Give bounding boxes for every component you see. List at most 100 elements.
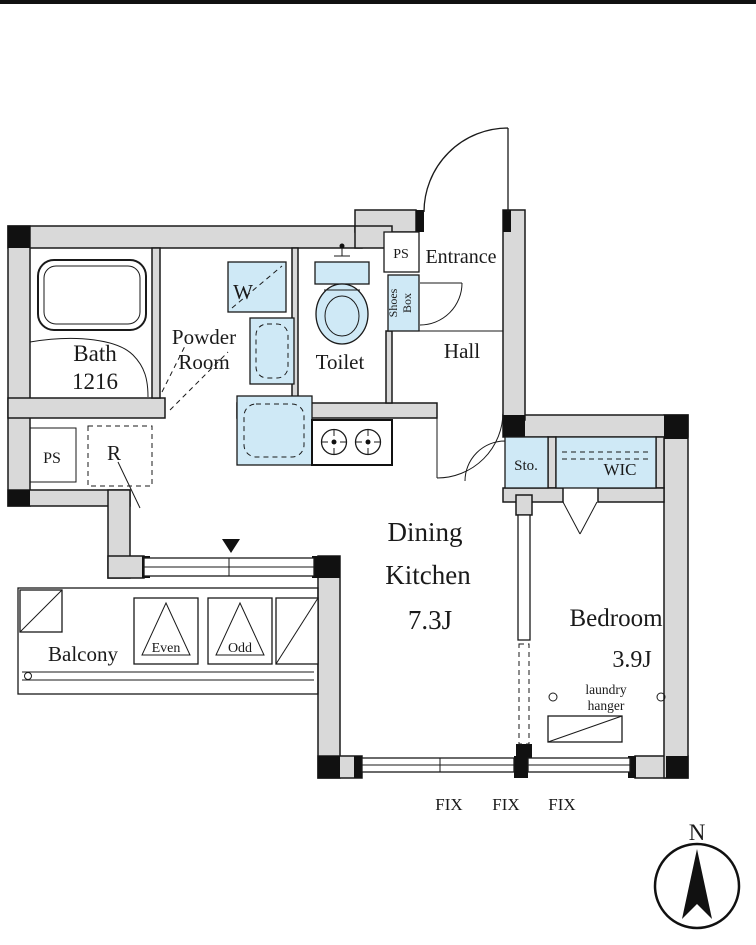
wall-segment (547, 436, 557, 489)
fix-window-lines (362, 758, 514, 772)
entrance-hall: PS Shoes Box Entrance Hall (383, 127, 509, 479)
wic-folding-door (562, 501, 598, 535)
even-panel (133, 597, 199, 665)
utility-area: PS R (29, 425, 153, 509)
toilet-tank (314, 261, 370, 285)
fix-label: FIX (492, 795, 519, 814)
wic-closet (555, 436, 657, 489)
window-cap (354, 756, 362, 778)
dining-kitchen: Dining Kitchen 7.3J (385, 517, 471, 635)
bedroom-label: Bedroom (569, 605, 663, 632)
wall-segment (502, 414, 689, 438)
ps-top-label: PS (393, 247, 409, 262)
balcony-hatch-diagonal (19, 589, 63, 633)
shoes-box-label-2: Box (400, 293, 414, 313)
refrigerator-space (87, 425, 153, 487)
window-pier (514, 756, 528, 778)
bedroom: Bedroom 3.9J laundry hanger (547, 605, 666, 743)
wall-segment (597, 487, 665, 503)
ps-bottom-box (29, 427, 77, 483)
bath-size-label: 1216 (72, 369, 118, 394)
bath-apron-line (29, 337, 149, 398)
ps-top-box (383, 231, 420, 273)
laundry-hanger-label-2: hanger (588, 698, 625, 713)
even-label: Even (152, 641, 181, 656)
dk-size-label: 7.3J (408, 605, 452, 635)
powder-room-label-1: Powder (172, 325, 236, 349)
washer-label: W (233, 280, 253, 304)
stove-burner-dot (365, 439, 371, 445)
door-jamb (416, 210, 424, 232)
door-jamb (503, 210, 511, 232)
toilet-bowl-inner (324, 295, 360, 337)
kitchen-sink-counter (236, 395, 313, 466)
wall-segment (502, 209, 526, 421)
laundry-hanger-label-1: laundry (585, 682, 626, 697)
sliding-window-sash-lines (144, 558, 314, 576)
bathtub (37, 259, 147, 331)
refrigerator-label: R (107, 441, 121, 465)
sliding-door-panel (517, 514, 531, 641)
top-border (0, 0, 756, 4)
shoes-box-label-1: Shoes (386, 288, 400, 317)
wall-segment (515, 494, 533, 516)
storage-wic: Sto. WIC (464, 436, 657, 535)
window-cap (628, 756, 636, 778)
shoes-box-door-arc (419, 282, 463, 326)
fix-windows: FIX FIX FIX (361, 757, 631, 814)
bedroom-size-label: 3.9J (612, 647, 651, 673)
compass-needle (682, 849, 712, 919)
toilet-label: Toilet (316, 350, 365, 374)
hanger-hook (548, 692, 558, 702)
wic-label: WIC (603, 460, 636, 479)
wic-hanger-pipe (562, 451, 650, 460)
window-cap (312, 556, 320, 578)
balcony: Balcony Even Odd (17, 587, 319, 695)
odd-triangle (215, 601, 265, 656)
sliding-door-track (518, 643, 530, 745)
odd-label: Odd (228, 641, 252, 656)
wall-segment (7, 397, 166, 419)
bedroom-counter-diagonal (547, 715, 623, 743)
entrance-label: Entrance (425, 246, 496, 268)
window-marker-triangle (222, 539, 240, 553)
wall-segment (502, 487, 564, 503)
wall-corner (8, 226, 30, 248)
wall-corner (503, 415, 525, 437)
washer-door-swing (231, 265, 283, 309)
dk-label-1: Dining (387, 517, 462, 547)
bathtub-inner (43, 265, 141, 325)
toilet-faucet-icon (334, 248, 350, 257)
balcony-end-diagonal (275, 597, 319, 665)
wall-segment (7, 225, 363, 249)
wall-corner (516, 744, 532, 758)
powder-room-label-2: Room (178, 350, 229, 374)
dk-label-2: Kitchen (385, 560, 471, 590)
wall-segment (655, 436, 665, 489)
vanity (249, 317, 295, 385)
wall-corner (666, 756, 688, 778)
storage-door-arc (464, 440, 506, 482)
refrigerator-leader-line (117, 461, 141, 509)
toilet-bowl (315, 283, 369, 345)
compass: N (653, 820, 741, 930)
toilet-room: Toilet (314, 243, 370, 374)
compass-north-label: N (689, 820, 706, 845)
balcony-label: Balcony (48, 642, 118, 666)
fix-label: FIX (435, 795, 462, 814)
ps-bottom-label: PS (43, 450, 61, 467)
wall-corner (664, 415, 688, 439)
room-partition (517, 514, 531, 745)
stove-burner-spokes (321, 429, 347, 455)
odd-panel (207, 597, 273, 665)
stove-burner-dot (331, 439, 337, 445)
kitchen (236, 395, 393, 466)
hall-label: Hall (444, 339, 480, 363)
vanity-basin (255, 323, 289, 379)
storage-closet (504, 436, 549, 489)
even-triangle (141, 601, 191, 656)
bath-room: Bath 1216 (29, 259, 187, 398)
bath-label: Bath (73, 341, 117, 366)
